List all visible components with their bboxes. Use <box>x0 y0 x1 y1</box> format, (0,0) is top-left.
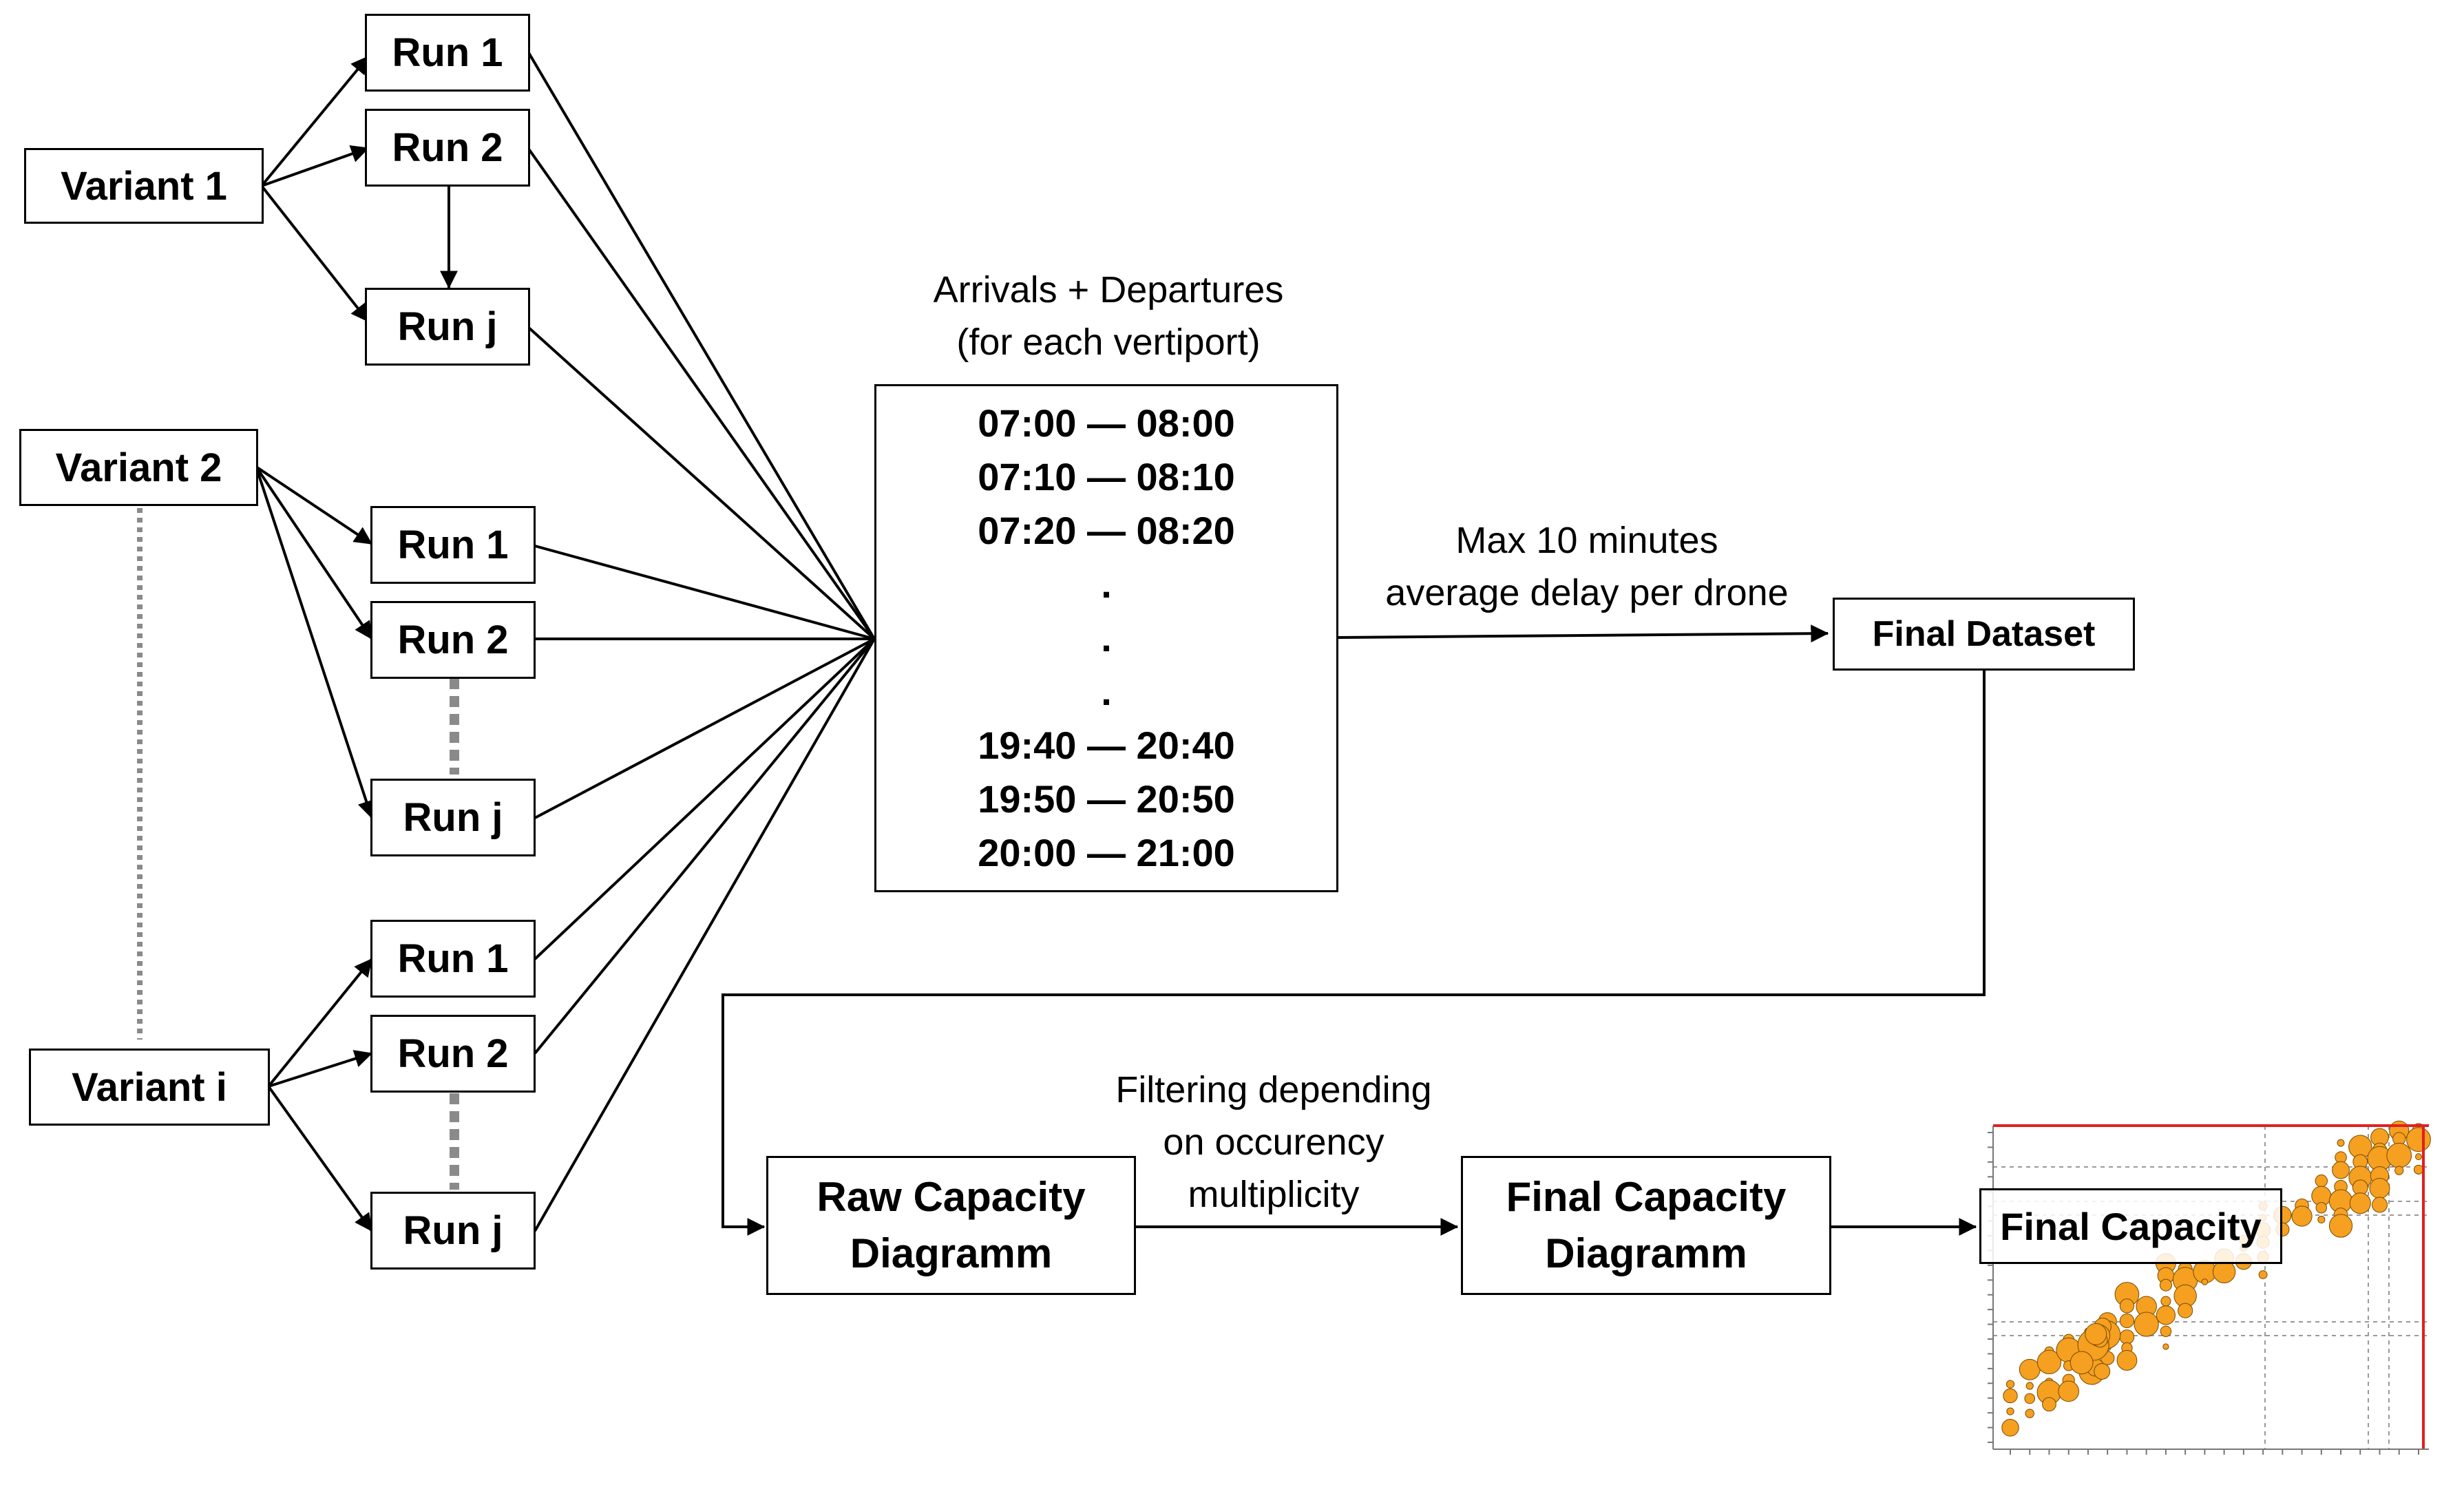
v2-run-2-box: Run 2 <box>370 601 536 679</box>
edge-v1-run2 <box>261 145 370 187</box>
vi-run-j-box: Run j <box>370 1192 536 1270</box>
vi-run-2-box: Run 2 <box>370 1015 536 1093</box>
variant-2-box: Variant 2 <box>19 429 258 506</box>
vi-run-j-label: Run j <box>403 1208 503 1253</box>
vi-run-1-box: Run 1 <box>370 920 536 998</box>
time-windows-box: 07:00 — 08:00 07:10 — 08:10 07:20 — 08:2… <box>874 384 1338 892</box>
variant-2-label: Variant 2 <box>55 445 222 490</box>
final-dataset-box: Final Dataset <box>1833 598 2135 671</box>
v2-run-1-box: Run 1 <box>370 506 536 584</box>
final-capacity-diagram-line1: Final Capacity <box>1506 1174 1787 1220</box>
thumbnail-label: Final Capacity <box>2000 1204 2262 1248</box>
window-caption-line1: Arrivals + Departures <box>933 269 1284 310</box>
delay-label-line1: Max 10 minutes <box>1455 520 1718 561</box>
time-window-4: 19:40 — 20:40 <box>978 724 1235 767</box>
delay-label-line2: average delay per drone <box>1385 572 1789 613</box>
edge-window-dataset <box>1338 624 1829 643</box>
time-window-3: 07:20 — 08:20 <box>978 509 1235 552</box>
time-window-6: 20:00 — 21:00 <box>978 831 1235 874</box>
time-window-1: 07:00 — 08:00 <box>978 401 1235 445</box>
final-capacity-diagram-line2: Diagramm <box>1545 1230 1747 1276</box>
edge-v2-runj <box>255 466 375 819</box>
vi-run-1-label: Run 1 <box>397 936 509 981</box>
v2-run-1-label: Run 1 <box>397 523 509 567</box>
edge-v2-run2 <box>255 465 373 640</box>
edge-v1-run1 <box>260 55 370 187</box>
time-window-5: 19:50 — 20:50 <box>978 777 1235 821</box>
ellipsis-dot-1: . <box>1101 562 1112 606</box>
filter-label: Filtering depending on occurency multipl… <box>1074 1064 1473 1221</box>
edge-conv-9 <box>534 638 876 1232</box>
window-caption: Arrivals + Departures (for each vertipor… <box>847 264 1370 368</box>
final-dataset-label: Final Dataset <box>1872 614 2096 654</box>
time-window-2: 07:10 — 08:10 <box>978 455 1235 498</box>
filter-label-line3: multiplicity <box>1188 1174 1360 1215</box>
edge-conv-4 <box>534 545 875 640</box>
edge-conv-2 <box>527 147 876 640</box>
raw-capacity-box: Raw Capacity Diagramm <box>766 1156 1136 1295</box>
v1-run-1-label: Run 1 <box>392 30 503 75</box>
ellipsis-dot-3: . <box>1101 670 1112 713</box>
edge-v2-run1 <box>255 465 373 545</box>
raw-capacity-line1: Raw Capacity <box>817 1174 1086 1220</box>
v1-run-2-label: Run 2 <box>392 125 503 170</box>
window-caption-line2: (for each vertiport) <box>956 322 1261 363</box>
v2-run-j-label: Run j <box>403 795 503 840</box>
edge-conv-8 <box>534 638 876 1055</box>
ellipsis-dot-2: . <box>1101 616 1112 660</box>
v2-run-j-box: Run j <box>370 779 536 856</box>
filter-label-line2: on occurency <box>1163 1121 1384 1163</box>
raw-capacity-line2: Diagramm <box>850 1230 1053 1276</box>
filter-label-line1: Filtering depending <box>1115 1069 1432 1110</box>
edge-conv-3 <box>527 326 876 640</box>
v2-run-2-label: Run 2 <box>397 618 509 662</box>
thumbnail-label-box: Final Capacity <box>1979 1188 2282 1264</box>
vi-run-2-label: Run 2 <box>397 1031 509 1076</box>
final-capacity-diagram-box: Final Capacity Diagramm <box>1461 1156 1831 1295</box>
v1-run-j-label: Run j <box>397 304 498 349</box>
edge-conv-7 <box>534 638 876 960</box>
edge-dataset-raw <box>722 670 1986 1236</box>
variant-1-label: Variant 1 <box>61 163 227 209</box>
edge-vi-run1 <box>267 958 373 1088</box>
edge-vi-runj <box>267 1085 373 1232</box>
v1-run-2-box: Run 2 <box>365 109 530 187</box>
edge-v1-runj <box>260 185 370 323</box>
variant-1-box: Variant 1 <box>24 148 264 224</box>
v1-run-1-box: Run 1 <box>365 14 530 92</box>
edge-conv-1 <box>527 50 876 640</box>
edge-conv-6 <box>534 638 875 819</box>
edge-vi-run2 <box>268 1050 373 1088</box>
variant-i-box: Variant i <box>29 1049 270 1126</box>
delay-label: Max 10 minutes average delay per drone <box>1349 514 1824 619</box>
v1-run-j-box: Run j <box>365 288 530 366</box>
variant-i-label: Variant i <box>72 1064 227 1110</box>
